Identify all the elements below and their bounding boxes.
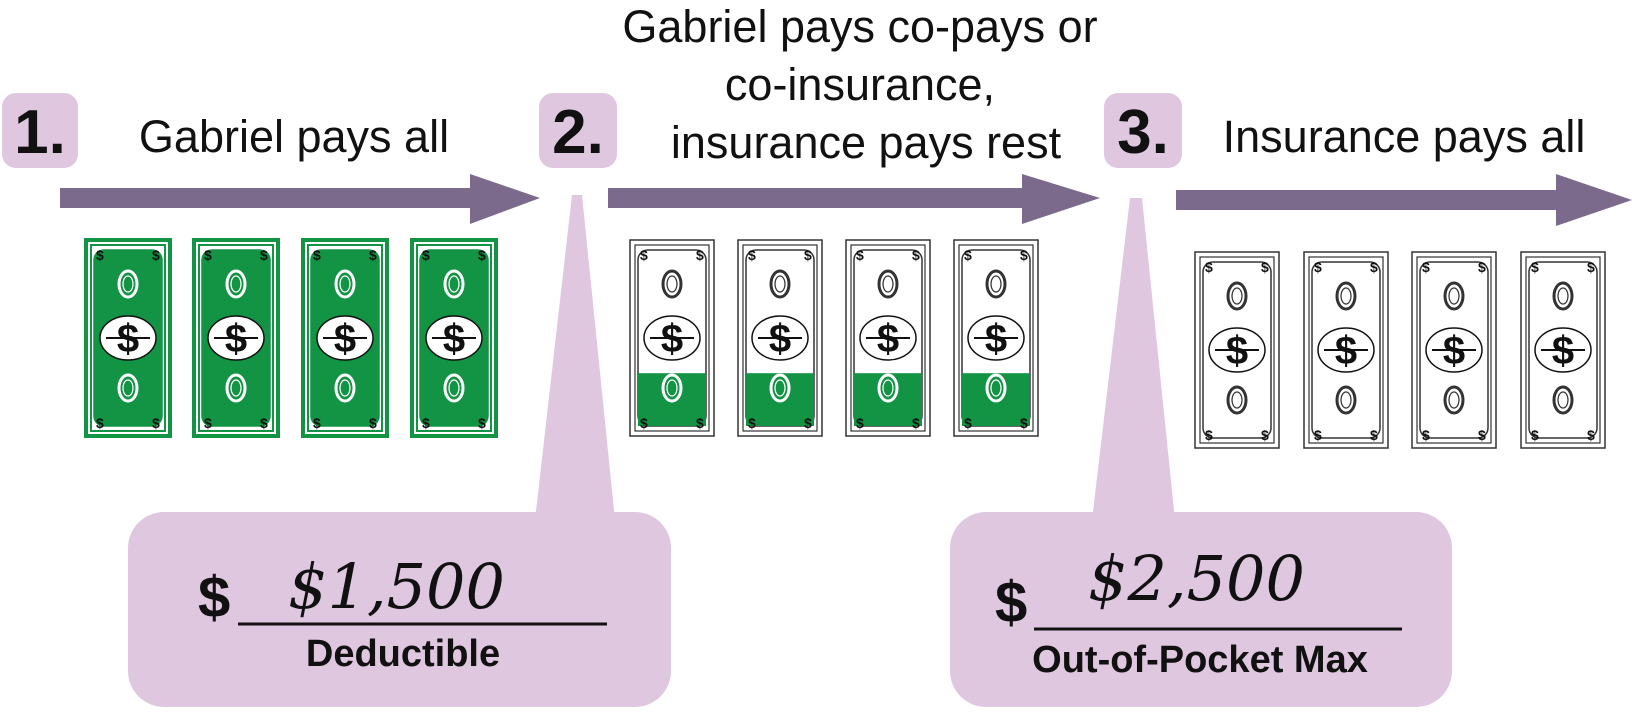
dollar-bill-icon: $$$$$ [301,238,389,438]
bill-corner-dollar-sign: $ [1370,427,1378,443]
step-1-number-badge [2,93,78,168]
deductible-callout-box [128,512,671,707]
out-of-pocket-label: Out-of-Pocket Max [1032,639,1368,681]
bill-corner-dollar-sign: $ [1205,259,1213,275]
dollar-bill-icon: $$$$$ [845,239,931,437]
bill-corner-dollar-sign: $ [804,415,812,431]
step-2-caption-line-1: Gabriel pays co-pays or [622,1,1097,52]
bill-corner-dollar-sign: $ [1020,415,1028,431]
step-2-caption-line-3: insurance pays rest [671,117,1062,168]
bill-corner-dollar-sign: $ [260,247,268,263]
step-1-caption: Gabriel pays all [139,111,449,162]
step-3-number-badge [1104,93,1182,168]
deductible-amount: $1,500 [288,550,505,623]
deductible-callout-pointer [535,195,615,520]
step-2-arrow [608,174,1100,224]
bill-corner-dollar-sign: $ [478,247,486,263]
step-3: 3. Insurance pays all $$$$$$$$$$$$$$$$$$… [1104,93,1632,449]
bill-corner-dollar-sign: $ [1422,259,1430,275]
deductible-currency: $ [198,565,230,630]
step-2: 2. Gabriel pays co-pays or co-insurance,… [539,1,1100,437]
bill-corner-dollar-sign: $ [1587,427,1595,443]
dollar-bill-icon: $$$$$ [192,238,280,438]
dollar-bill-icon: $$$$$ [629,239,715,437]
bill-corner-dollar-sign: $ [1261,259,1269,275]
bill-corner-dollar-sign: $ [313,247,321,263]
out-of-pocket-callout-box [950,512,1452,707]
step-1-number: 1. [14,98,66,167]
bill-corner-dollar-sign: $ [478,415,486,431]
dollar-bill-icon: $$$$$ [1411,251,1497,449]
bill-corner-dollar-sign: $ [696,247,704,263]
bill-corner-dollar-sign: $ [1314,259,1322,275]
deductible-callout: $ $1,500 Deductible [128,195,671,707]
out-of-pocket-callout-pointer [1092,198,1175,520]
bill-corner-dollar-sign: $ [422,247,430,263]
bill-corner-dollar-sign: $ [1422,427,1430,443]
step-3-caption: Insurance pays all [1223,111,1586,162]
bill-corner-dollar-sign: $ [369,415,377,431]
bill-corner-dollar-sign: $ [1370,259,1378,275]
bill-corner-dollar-sign: $ [152,415,160,431]
bill-corner-dollar-sign: $ [748,247,756,263]
dollar-bill-icon: $$$$$ [84,238,172,438]
bill-corner-dollar-sign: $ [804,247,812,263]
bill-corner-dollar-sign: $ [422,415,430,431]
bill-corner-dollar-sign: $ [640,247,648,263]
bill-corner-dollar-sign: $ [964,247,972,263]
bill-corner-dollar-sign: $ [696,415,704,431]
step-3-bills: $$$$$$$$$$$$$$$$$$$$ [1194,251,1606,449]
bill-corner-dollar-sign: $ [1531,427,1539,443]
bill-corner-dollar-sign: $ [260,415,268,431]
dollar-bill-icon: $$$$$ [737,239,823,437]
bill-corner-dollar-sign: $ [1314,427,1322,443]
dollar-bill-icon: $$$$$ [410,238,498,438]
bill-corner-dollar-sign: $ [912,415,920,431]
bill-corner-dollar-sign: $ [313,415,321,431]
step-2-number: 2. [552,98,604,167]
bill-corner-dollar-sign: $ [1587,259,1595,275]
bill-corner-dollar-sign: $ [96,247,104,263]
dollar-bill-icon: $$$$$ [1520,251,1606,449]
step-2-bills: $$$$$$$$$$$$$$$$$$$$ [629,239,1039,437]
step-1: 1. Gabriel pays all $$$$$$$$$$$$$$$$$$$$ [2,93,540,438]
step-1-arrow [60,174,540,224]
bill-corner-dollar-sign: $ [204,415,212,431]
bill-corner-dollar-sign: $ [1478,427,1486,443]
step-1-bills: $$$$$$$$$$$$$$$$$$$$ [84,238,498,438]
dollar-bill-icon: $$$$$ [1303,251,1389,449]
bill-corner-dollar-sign: $ [856,415,864,431]
bill-corner-dollar-sign: $ [748,415,756,431]
out-of-pocket-callout: $ $2,500 Out-of-Pocket Max [950,198,1452,707]
out-of-pocket-amount: $2,500 [1088,542,1305,615]
bill-corner-dollar-sign: $ [1478,259,1486,275]
step-2-caption-line-2: co-insurance, [725,59,995,110]
bill-corner-dollar-sign: $ [856,247,864,263]
bill-corner-dollar-sign: $ [152,247,160,263]
bill-corner-dollar-sign: $ [912,247,920,263]
dollar-bill-icon: $$$$$ [1194,251,1280,449]
dollar-bill-icon: $$$$$ [953,239,1039,437]
bill-corner-dollar-sign: $ [1531,259,1539,275]
step-3-number: 3. [1117,98,1169,167]
step-3-arrow [1176,174,1632,226]
bill-corner-dollar-sign: $ [964,415,972,431]
bill-corner-dollar-sign: $ [204,247,212,263]
bill-corner-dollar-sign: $ [96,415,104,431]
out-of-pocket-currency: $ [995,570,1027,635]
bill-corner-dollar-sign: $ [1261,427,1269,443]
deductible-label: Deductible [306,633,500,675]
bill-corner-dollar-sign: $ [1205,427,1213,443]
bill-corner-dollar-sign: $ [640,415,648,431]
bill-corner-dollar-sign: $ [369,247,377,263]
bill-corner-dollar-sign: $ [1020,247,1028,263]
step-2-number-badge [539,93,617,168]
